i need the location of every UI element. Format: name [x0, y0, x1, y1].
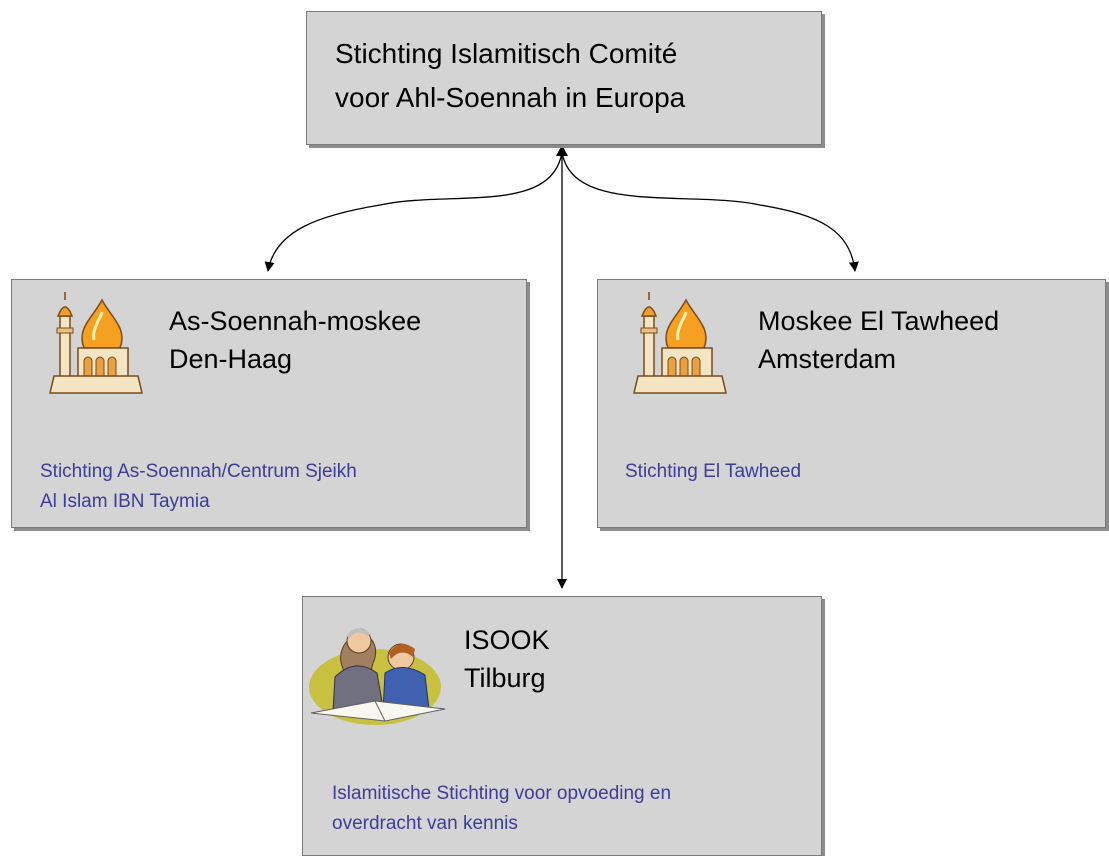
connector-right — [561, 151, 859, 272]
amsterdam-mosque-box: Moskee El Tawheed Amsterdam Stichting El… — [597, 279, 1106, 528]
bottom-desc-line-2: overdracht van kennis — [332, 813, 518, 834]
left-desc-line-1: Stichting As-Soennah/Centrum Sjeikh — [40, 461, 357, 482]
bottom-title-line-2: Tilburg — [464, 663, 546, 693]
parent-organization-title: Stichting Islamitisch Comité voor Ahl-So… — [335, 32, 685, 120]
right-title-line-2: Amsterdam — [758, 344, 897, 374]
left-title-line-2: Den-Haag — [169, 344, 293, 374]
left-title-line-1: As-Soennah-moskee — [169, 306, 422, 336]
den-haag-foundation-description: Stichting As-Soennah/Centrum Sjeikh Al I… — [40, 457, 357, 517]
parent-title-line-1: Stichting Islamitisch Comité — [335, 38, 678, 69]
tilburg-isook-box: ISOOK Tilburg Islamitische Stichting voo… — [302, 596, 822, 856]
mosque-icon — [49, 292, 143, 394]
amsterdam-foundation-description: Stichting El Tawheed — [625, 457, 801, 487]
den-haag-mosque-title: As-Soennah-moskee Den-Haag — [169, 302, 421, 378]
right-title-line-1: Moskee El Tawheed — [758, 306, 1000, 336]
left-desc-line-2: Al Islam IBN Taymia — [40, 491, 210, 512]
den-haag-mosque-box: As-Soennah-moskee Den-Haag Stichting As-… — [11, 279, 527, 528]
connector-left — [264, 151, 563, 272]
amsterdam-mosque-title: Moskee El Tawheed Amsterdam — [758, 302, 999, 378]
parent-title-line-2: voor Ahl-Soennah in Europa — [335, 82, 686, 113]
teacher-student-icon — [309, 628, 446, 725]
mosque-icon — [633, 292, 727, 394]
connector-top-arrowhead — [556, 145, 568, 156]
bottom-desc-line-1: Islamitische Stichting voor opvoeding en — [332, 783, 672, 804]
tilburg-isook-title: ISOOK Tilburg — [464, 621, 550, 697]
parent-organization-box: Stichting Islamitisch Comité voor Ahl-So… — [306, 11, 822, 145]
right-desc-line-1: Stichting El Tawheed — [625, 461, 802, 482]
tilburg-foundation-description: Islamitische Stichting voor opvoeding en… — [332, 779, 671, 839]
bottom-title-line-1: ISOOK — [464, 625, 550, 655]
